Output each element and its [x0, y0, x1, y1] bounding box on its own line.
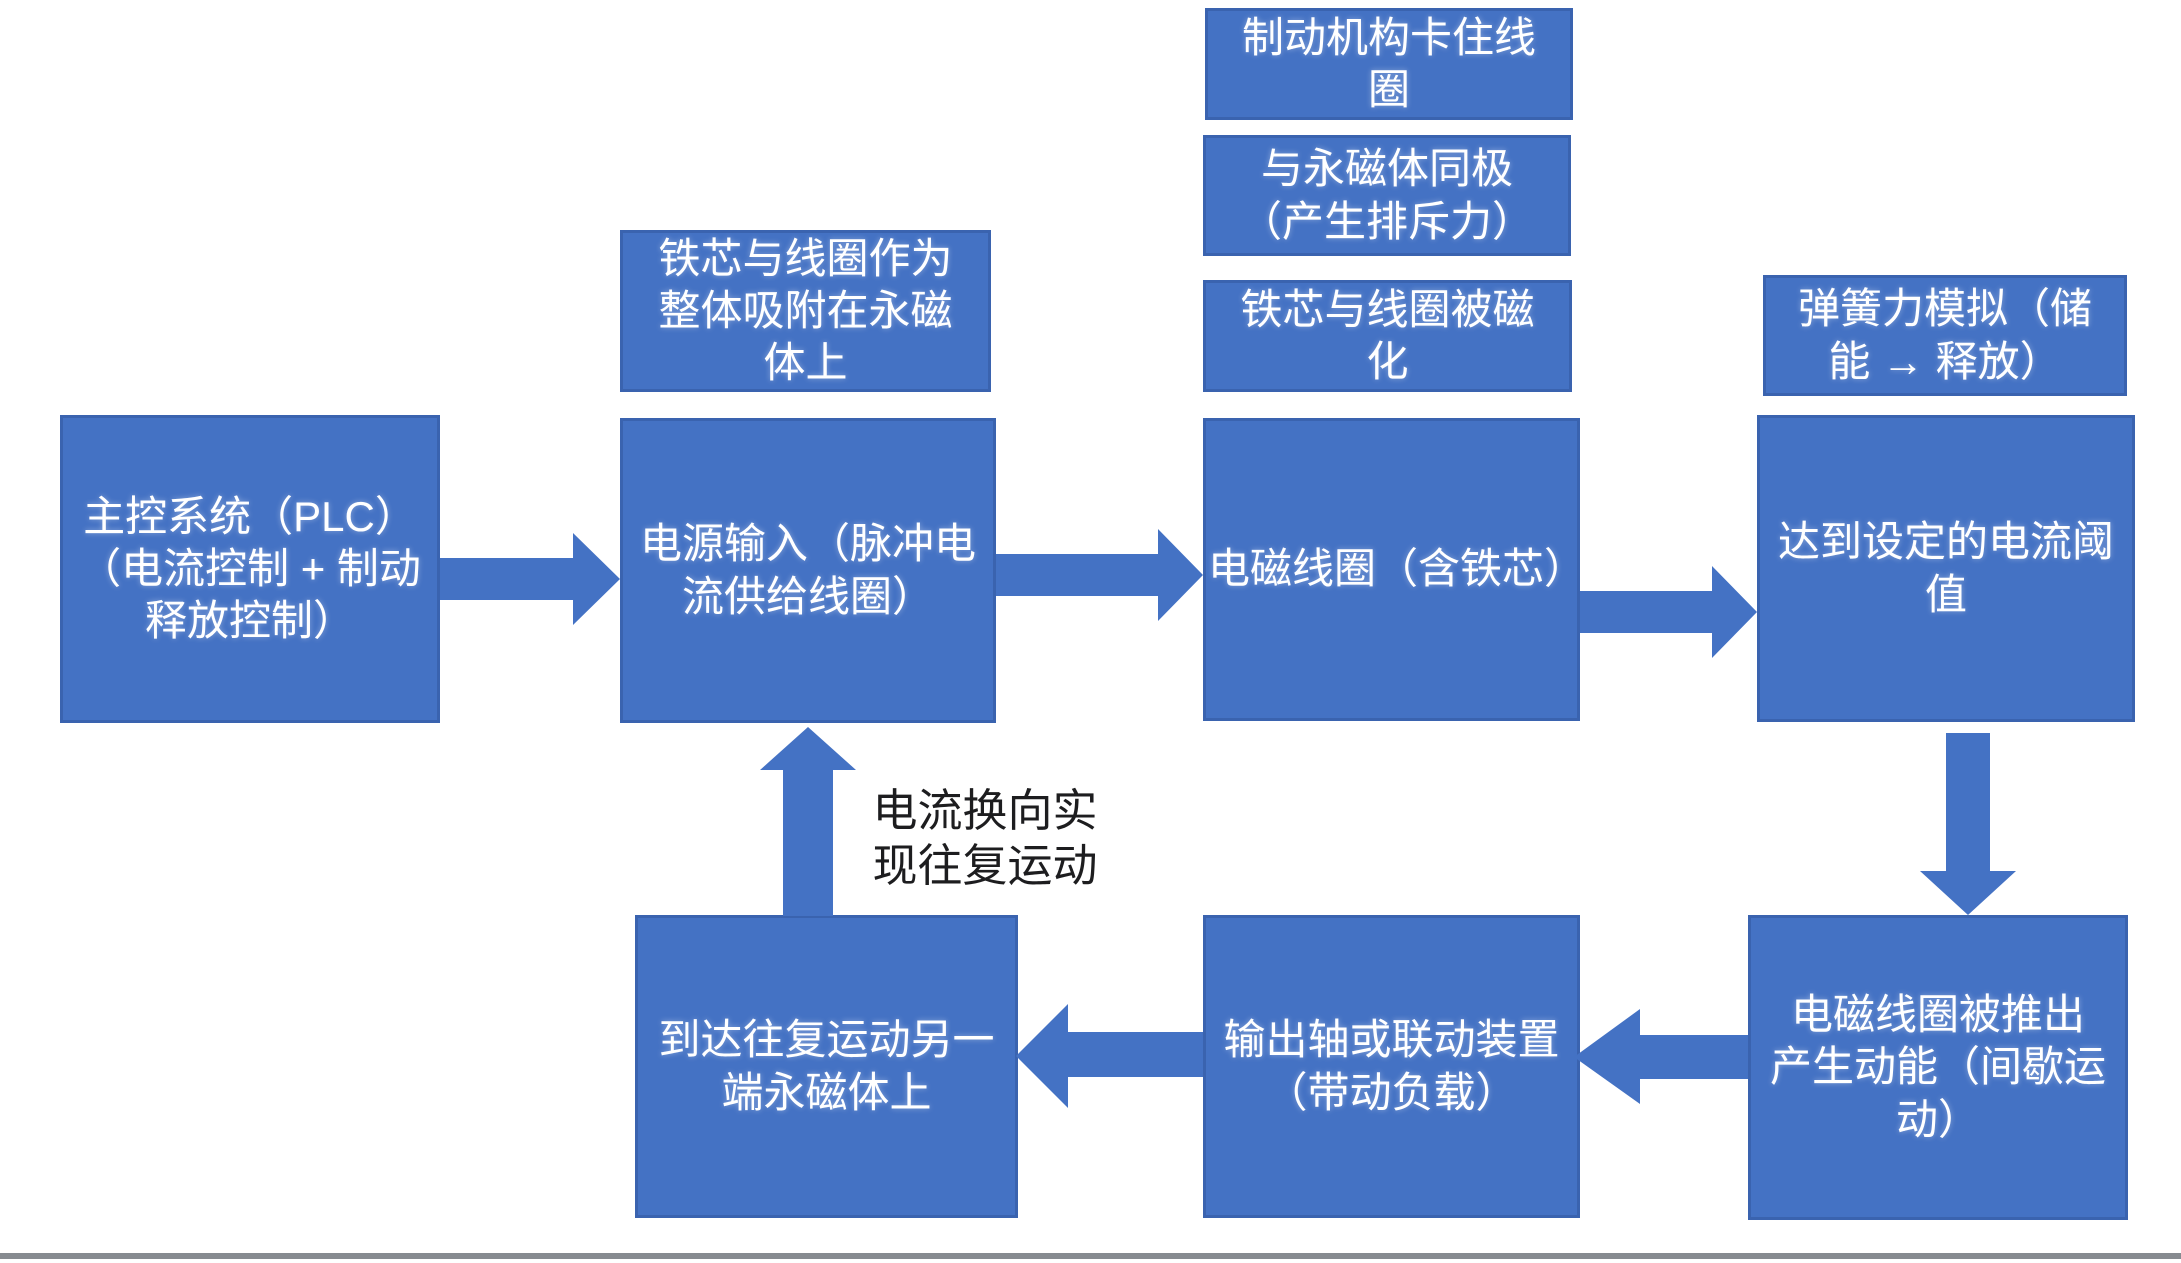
callout-brake-lock: 制动机构卡住线 圈: [1205, 8, 1573, 120]
arrow-pushed-out-to-output-shaft: [1574, 1009, 1748, 1104]
callout-magnetized-label: 铁芯与线圈被磁 化: [1240, 285, 1535, 385]
bottom-divider: [0, 1253, 2181, 1259]
node-other-end-label: 到达往复运动另一 端永磁体上: [658, 1016, 995, 1116]
node-pushed-out: 电磁线圈被推出 产生动能（间歇运 动）: [1748, 915, 2128, 1220]
arrow-power-input-to-coil: [996, 529, 1203, 621]
node-power-input: 电源输入（脉冲电 流供给线圈）: [620, 418, 996, 723]
callout-same-pole-label: 与永磁体同极 （产生排斥力）: [1239, 145, 1534, 245]
arrow-output-shaft-to-other-end: [1016, 1004, 1203, 1108]
node-plc: 主控系统（PLC） （电流控制 + 制动 释放控制）: [60, 415, 440, 723]
node-power-input-label: 电源输入（脉冲电 流供给线圈）: [639, 520, 976, 620]
callout-brake-lock-label: 制动机构卡住线 圈: [1241, 13, 1536, 113]
node-output-shaft: 输出轴或联动装置 （带动负载）: [1203, 915, 1580, 1218]
node-other-end: 到达往复运动另一 端永磁体上: [635, 915, 1018, 1218]
callout-adsorbed-label: 铁芯与线圈作为 整体吸附在永磁 体上: [658, 234, 953, 387]
callout-magnetized: 铁芯与线圈被磁 化: [1203, 280, 1572, 392]
arrow-coil-to-threshold: [1580, 566, 1757, 658]
node-threshold: 达到设定的电流阈 值: [1757, 415, 2135, 722]
node-pushed-out-label: 电磁线圈被推出 产生动能（间歇运 动）: [1769, 991, 2106, 1143]
annotation-current-reversal: 电流换向实 现往复运动: [872, 785, 1098, 891]
arrow-other-end-to-power-input: [760, 727, 856, 916]
callout-adsorbed: 铁芯与线圈作为 整体吸附在永磁 体上: [620, 230, 991, 392]
callout-spring-sim-label: 弹簧力模拟（储 能 → 释放）: [1797, 285, 2092, 385]
arrow-plc-to-power-input: [440, 533, 620, 625]
arrow-threshold-to-pushed-out: [1920, 733, 2016, 915]
node-threshold-label: 达到设定的电流阈 值: [1777, 518, 2114, 618]
node-coil-label: 电磁线圈（含铁芯）: [1208, 545, 1587, 593]
node-plc-label: 主控系统（PLC） （电流控制 + 制动 释放控制）: [79, 492, 421, 645]
node-coil: 电磁线圈（含铁芯）: [1203, 418, 1587, 721]
callout-same-pole: 与永磁体同极 （产生排斥力）: [1203, 135, 1571, 256]
node-output-shaft-label: 输出轴或联动装置 （带动负载）: [1223, 1016, 1560, 1116]
callout-spring-sim: 弹簧力模拟（储 能 → 释放）: [1763, 275, 2127, 396]
